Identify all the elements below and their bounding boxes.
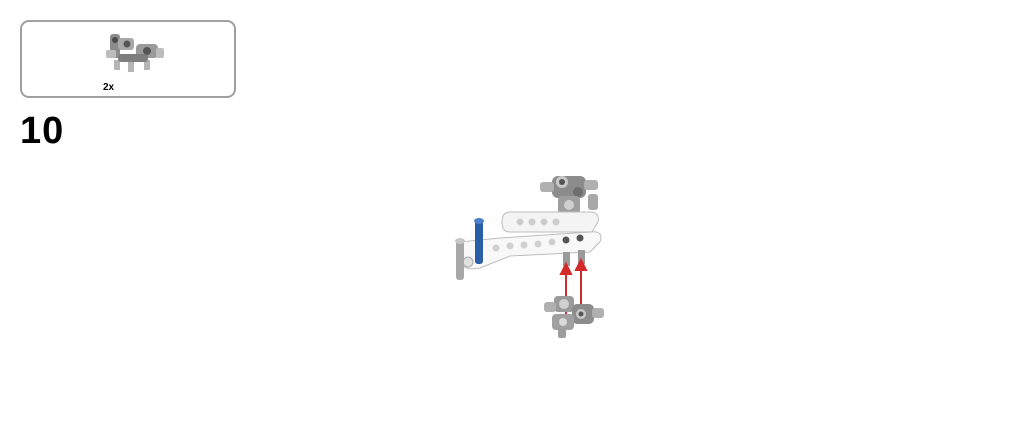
bottom-connector-block	[544, 296, 604, 338]
parts-quantity: 2x	[103, 82, 115, 93]
upper-beam	[501, 211, 599, 233]
gray-pin	[455, 238, 465, 280]
top-connector-block	[540, 176, 598, 214]
blue-pin	[474, 218, 484, 264]
connector-part-icon	[106, 34, 164, 72]
parts-callout-box: 2x	[20, 20, 236, 98]
step-number: 10	[20, 110, 65, 152]
assembly-illustration	[455, 176, 604, 338]
